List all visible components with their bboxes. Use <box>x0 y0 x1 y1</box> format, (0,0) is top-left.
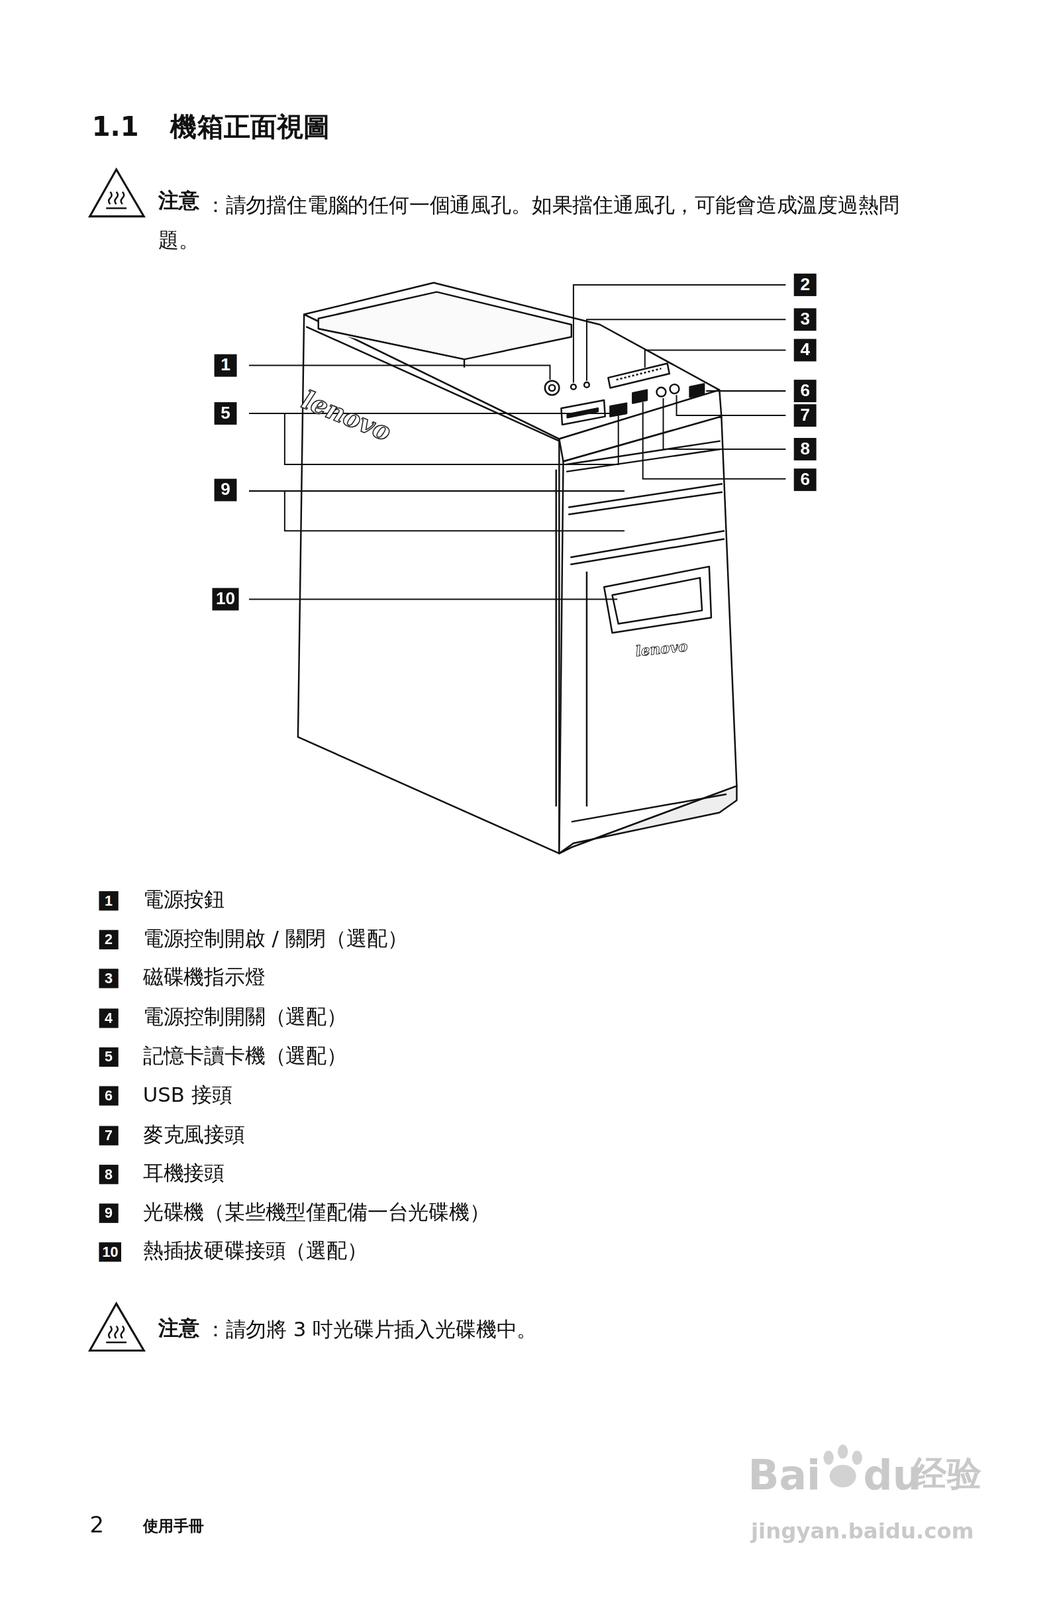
footer-title: 使用手冊 <box>143 1516 204 1536</box>
list-item: 耳機接頭 <box>143 1160 225 1187</box>
callout-number: 7 <box>794 403 817 427</box>
list-number: 1 <box>98 890 118 910</box>
list-item: 記憶卡讀卡機（選配） <box>143 1043 348 1069</box>
callout-number: 4 <box>794 339 817 362</box>
list-number: 8 <box>98 1164 118 1184</box>
leader-lines <box>249 284 786 600</box>
list-number: 4 <box>98 1007 118 1028</box>
list-item: USB 接頭 <box>143 1081 233 1108</box>
list-number: 2 <box>98 929 118 950</box>
page-number: 2 <box>90 1509 105 1538</box>
warning-icon <box>90 169 145 217</box>
list-item: 電源按鈕 <box>143 886 225 913</box>
callout-number: 6 <box>794 379 817 402</box>
list-item: 熱插拔硬碟接頭（選配） <box>143 1237 368 1264</box>
callout-number: 3 <box>794 307 817 331</box>
watermark: Bai <box>747 1449 821 1501</box>
callout-number: 2 <box>794 273 817 297</box>
list-number: 9 <box>98 1203 118 1223</box>
list-item: 麥克風接頭 <box>143 1121 246 1148</box>
list-item: 電源控制開關（選配） <box>143 1003 348 1030</box>
list-number: 6 <box>98 1085 118 1105</box>
list-number: 3 <box>98 968 118 988</box>
callout-number: 9 <box>214 478 238 502</box>
section-title: 1.1 機箱正面視圖 <box>92 109 330 144</box>
watermark: 经验 <box>911 1451 982 1495</box>
callout-number: 5 <box>214 401 238 425</box>
callout-number: 1 <box>214 354 238 377</box>
list-item: 光碟機（某些機型僅配備一台光碟機） <box>143 1198 491 1225</box>
note-text: ：請勿擋住電腦的任何一個通風孔。如果擋住通風孔，可能會造成溫度過熱問題。 <box>158 188 924 258</box>
list-item: 磁碟機指示燈 <box>143 964 266 991</box>
warning-icon <box>90 1303 145 1351</box>
pc-tower <box>298 282 738 853</box>
watermark-paw <box>823 1443 863 1487</box>
list-number: 10 <box>98 1241 122 1261</box>
list-item: 電源控制開啟 / 關閉（選配） <box>143 925 408 952</box>
watermark: jingyan.baidu.com <box>750 1517 974 1544</box>
note-heading: 注意 <box>158 1315 200 1342</box>
note-text: ：請勿將 3 吋光碟片插入光碟機中。 <box>158 1311 924 1346</box>
list-number: 5 <box>98 1047 118 1067</box>
callout-number: 10 <box>211 588 239 611</box>
note-heading: 注意 <box>158 188 200 214</box>
callout-number: 8 <box>794 437 817 461</box>
callout-number: 6 <box>794 468 817 491</box>
list-number: 7 <box>98 1125 118 1146</box>
